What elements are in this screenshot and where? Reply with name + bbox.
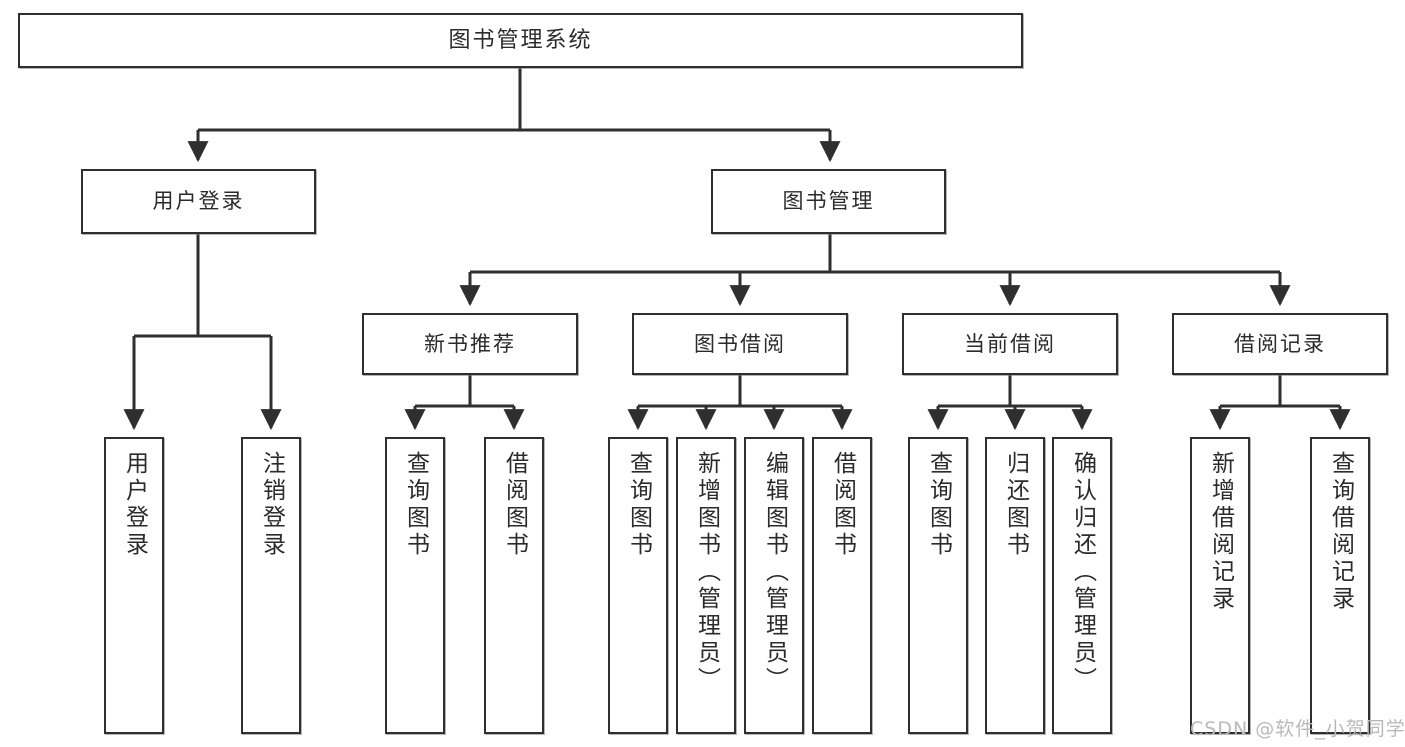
node-user-login[interactable]: 用户登录: [81, 169, 316, 234]
leaf-confirm-return-admin[interactable]: 确认归还（管理员）: [1052, 437, 1112, 734]
leaf-borrow-book[interactable]: 借阅图书: [812, 437, 872, 734]
node-label: 借阅图书: [829, 451, 856, 559]
node-borrowing-record[interactable]: 借阅记录: [1172, 313, 1388, 375]
leaf-logout[interactable]: 注销登录: [241, 437, 301, 734]
node-label: 借阅图书: [501, 451, 528, 559]
node-label: 图书借阅: [694, 331, 786, 356]
node-book-management[interactable]: 图书管理: [711, 169, 946, 234]
node-label: 新书推荐: [424, 331, 516, 356]
node-root-book-management-system[interactable]: 图书管理系统: [18, 13, 1023, 68]
node-label: 新增借阅记录: [1207, 451, 1234, 613]
node-label: 用户登录: [152, 189, 245, 214]
node-label: 查询图书: [625, 451, 652, 559]
node-label: 图书管理: [782, 189, 875, 214]
node-label: 用户登录: [121, 451, 148, 559]
leaf-query-book-rec[interactable]: 查询图书: [385, 437, 445, 734]
node-label: 图书管理系统: [448, 27, 593, 53]
node-book-borrowing[interactable]: 图书借阅: [632, 313, 848, 375]
node-label: 查询图书: [925, 451, 952, 559]
leaf-user-login[interactable]: 用户登录: [104, 437, 164, 734]
node-current-borrowing[interactable]: 当前借阅: [902, 313, 1118, 375]
leaf-return-book[interactable]: 归还图书: [985, 437, 1045, 734]
node-label: 查询借阅记录: [1327, 451, 1354, 613]
node-label: 确认归还（管理员）: [1069, 451, 1096, 694]
leaf-query-borrow-record[interactable]: 查询借阅记录: [1310, 437, 1370, 734]
node-label: 新增图书（管理员）: [693, 451, 720, 694]
leaf-borrow-book-rec[interactable]: 借阅图书: [484, 437, 544, 734]
leaf-add-borrow-record[interactable]: 新增借阅记录: [1190, 437, 1250, 734]
leaf-query-book-current[interactable]: 查询图书: [908, 437, 968, 734]
node-label: 注销登录: [258, 451, 285, 559]
watermark: CSDN @软件_小贺同学: [1190, 718, 1405, 740]
node-label: 查询图书: [402, 451, 429, 559]
node-label: 当前借阅: [964, 331, 1056, 356]
leaf-add-book-admin[interactable]: 新增图书（管理员）: [676, 437, 736, 734]
leaf-query-book-borrow[interactable]: 查询图书: [608, 437, 668, 734]
node-label: 借阅记录: [1234, 331, 1326, 356]
leaf-edit-book-admin[interactable]: 编辑图书（管理员）: [744, 437, 804, 734]
node-new-book-recommendation[interactable]: 新书推荐: [362, 313, 578, 375]
node-label: 归还图书: [1002, 451, 1029, 559]
node-label: 编辑图书（管理员）: [761, 451, 788, 694]
